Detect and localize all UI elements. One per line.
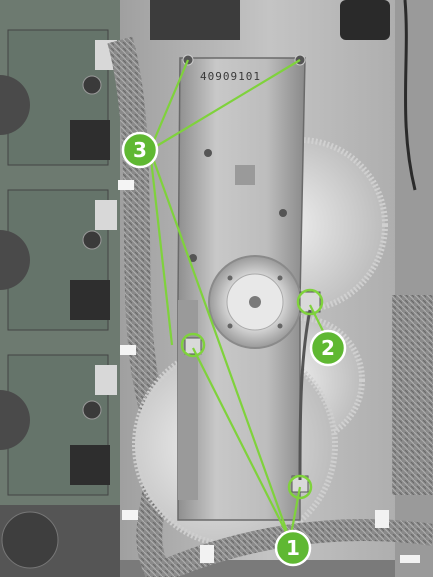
callout-2-label: 2 bbox=[321, 336, 335, 360]
left-pcb-stack bbox=[0, 0, 120, 577]
cable-tie bbox=[375, 510, 389, 528]
right-wire-harness bbox=[392, 295, 433, 495]
drive-motor bbox=[209, 256, 301, 348]
cable-tie bbox=[400, 555, 420, 563]
cable-tie bbox=[120, 345, 136, 355]
top-right-slot bbox=[340, 0, 390, 40]
motor-connector bbox=[300, 292, 320, 312]
cable-tie bbox=[118, 180, 134, 190]
callout-1-label: 1 bbox=[286, 536, 300, 560]
cable-tie bbox=[122, 510, 138, 520]
callout-3-label: 3 bbox=[133, 138, 147, 162]
callout-3: 3 bbox=[123, 133, 157, 167]
cable-guide-upper bbox=[185, 338, 201, 354]
top-dark-bracket bbox=[150, 0, 240, 40]
callout-1: 1 bbox=[276, 531, 310, 565]
cable-tie bbox=[200, 545, 214, 563]
callout-2: 2 bbox=[311, 331, 345, 365]
plate-label: 40909101 bbox=[200, 70, 261, 83]
